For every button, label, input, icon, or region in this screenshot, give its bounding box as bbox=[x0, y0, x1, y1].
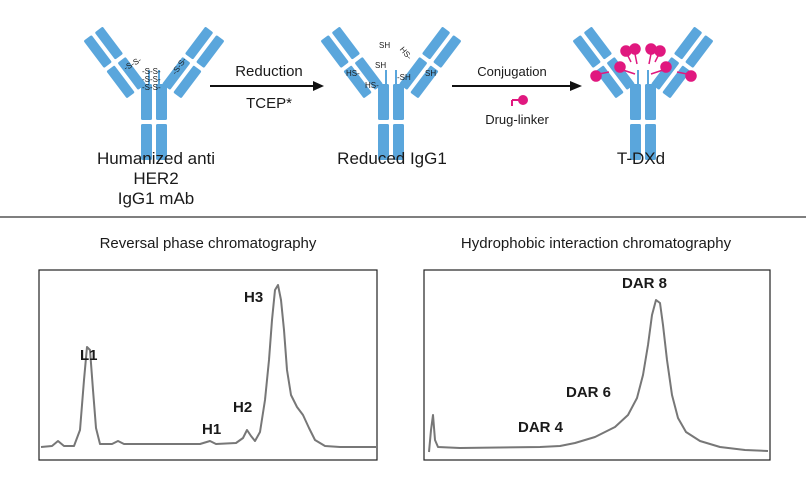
thiol-label: HS- bbox=[398, 45, 414, 62]
disulfide-label: -S-S- bbox=[142, 83, 161, 92]
rpc-frame bbox=[38, 269, 378, 461]
disulfide-label: -S-S- bbox=[142, 67, 161, 76]
drug-payloads bbox=[590, 43, 697, 82]
peak-label-h3: H3 bbox=[244, 289, 263, 306]
thiol-label: SH bbox=[379, 41, 390, 50]
peak-label-dar8: DAR 8 bbox=[622, 275, 667, 292]
peak-label-dar4: DAR 4 bbox=[518, 419, 564, 436]
rpc-title: Reversal phase chromatography bbox=[100, 235, 317, 252]
caption-tdxd: T-DXd bbox=[617, 149, 665, 168]
antibody-icon: HS- SH HS- SH SH HS- -SH bbox=[321, 27, 461, 160]
caption-mab-line3: IgG1 mAb bbox=[118, 189, 195, 208]
rpc-trace bbox=[40, 284, 376, 448]
thiol-label: SH bbox=[375, 61, 386, 70]
peak-label-h2: H2 bbox=[233, 399, 252, 416]
thiol-label: -SH bbox=[397, 73, 411, 82]
thiol-label: SH bbox=[425, 69, 436, 78]
conjugation-label: Conjugation bbox=[477, 64, 546, 79]
drug-linker-label: Drug-linker bbox=[485, 112, 549, 127]
peak-label-dar6: DAR 6 bbox=[566, 384, 611, 401]
reduction-label: Reduction bbox=[235, 63, 303, 80]
reduction-arrow bbox=[210, 81, 324, 91]
thiol-label: HS- bbox=[365, 81, 379, 90]
peak-label-l1: L1 bbox=[80, 347, 98, 364]
hic-frame bbox=[423, 269, 771, 461]
disulfide-label: -S-S- bbox=[142, 75, 161, 84]
antibody-icon bbox=[573, 27, 713, 160]
caption-reduced: Reduced IgG1 bbox=[337, 149, 447, 168]
tcep-label: TCEP* bbox=[246, 95, 292, 112]
peak-label-h1: H1 bbox=[202, 421, 221, 438]
thiol-label: HS- bbox=[346, 69, 360, 78]
caption-mab-line2: HER2 bbox=[133, 169, 178, 188]
caption-mab-line1: Humanized anti bbox=[97, 149, 215, 168]
antibody-icon: -S-S- -S-S- -S-S- -S-S- -S-S- bbox=[84, 27, 224, 160]
hic-trace bbox=[428, 299, 769, 453]
conjugation-arrow bbox=[452, 81, 582, 91]
drug-linker-icon bbox=[511, 95, 528, 106]
hic-title: Hydrophobic interaction chromatography bbox=[461, 235, 732, 252]
